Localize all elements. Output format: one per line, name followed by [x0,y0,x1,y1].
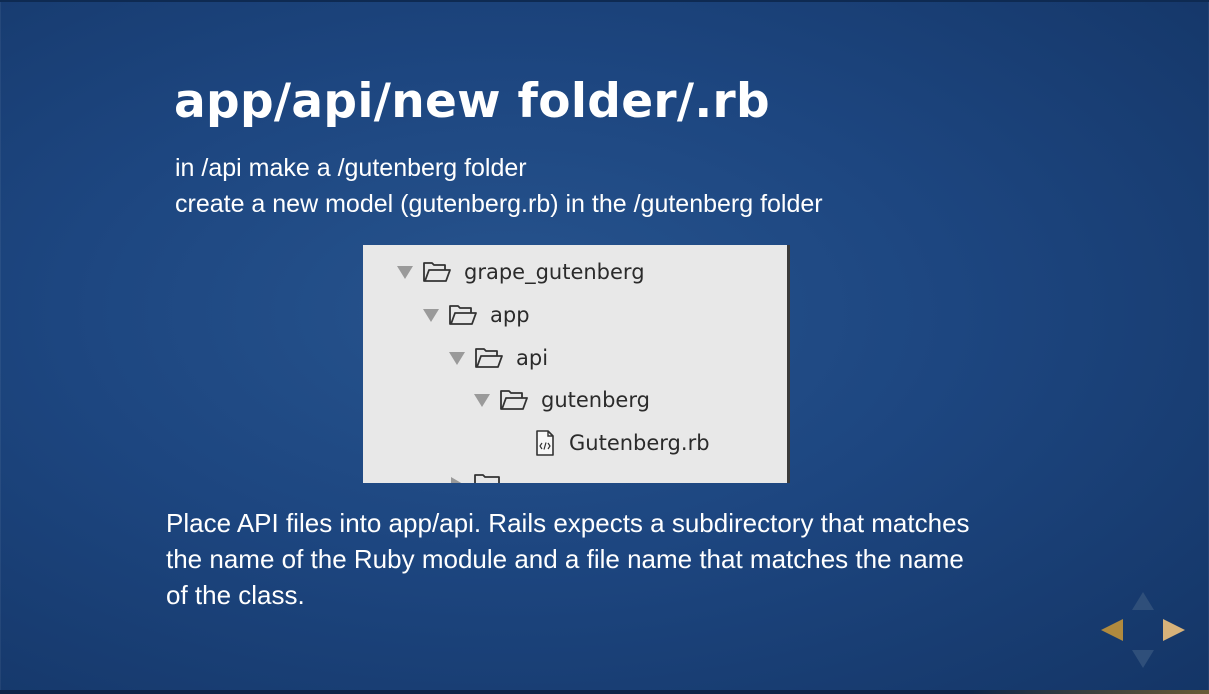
tree-item-label: Gutenberg.rb [569,431,710,455]
slide-top-edge [0,0,1209,2]
open-folder-icon [449,305,477,325]
tree-item-label: app [490,303,530,327]
tree-item-collapsed-partial [451,469,515,483]
nav-up-icon[interactable] [1132,592,1154,610]
tree-item-app: app [423,300,530,330]
tree-item-api: api [449,343,548,373]
expanded-arrow-icon [397,265,413,279]
open-folder-icon [500,390,528,410]
tree-item-label: api [516,346,549,370]
tree-item-gutenberg-rb: Gutenberg.rb [535,428,710,458]
expanded-arrow-icon [423,308,439,322]
slide-bottom-edge [0,690,1209,694]
open-folder-icon [475,348,503,368]
collapsed-arrow-icon [451,477,463,483]
nav-left-icon[interactable] [1101,619,1123,641]
tree-item-grape-gutenberg: grape_gutenberg [397,257,645,287]
folder-icon [474,474,500,483]
open-folder-icon [423,262,451,282]
tree-item-gutenberg: gutenberg [474,385,650,415]
expanded-arrow-icon [474,393,490,407]
slide-navigation [1098,590,1190,672]
expanded-arrow-icon [449,351,465,365]
slide-body-text: Place API files into app/api. Rails expe… [166,508,970,610]
file-tree-screenshot: grape_gutenberg app api [363,245,790,483]
tree-item-label: gutenberg [541,388,650,412]
slide-subtitle-line-2: create a new model (gutenberg.rb) in the… [175,190,823,218]
tree-item-label: grape_gutenberg [464,260,645,284]
code-file-icon [536,430,554,456]
nav-down-icon[interactable] [1132,650,1154,668]
slide-subtitle-line-1: in /api make a /gutenberg folder [175,154,527,182]
slide-title: app/api/new folder/.rb [174,74,770,129]
nav-right-icon[interactable] [1163,619,1185,641]
